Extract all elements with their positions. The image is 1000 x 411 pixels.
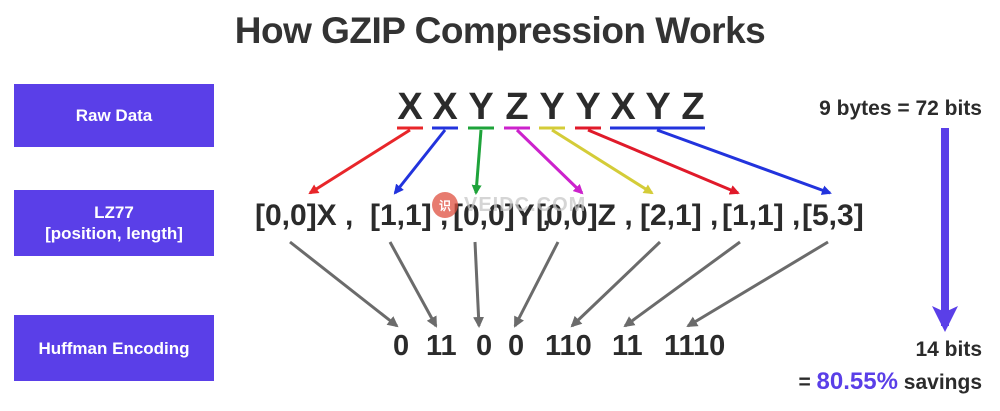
- savings-suffix: savings: [897, 371, 982, 394]
- arrow-yellow: [551, 128, 654, 195]
- huffman-code: 110: [545, 330, 592, 362]
- arrow-magenta: [515, 128, 584, 195]
- gray-arrow: [686, 240, 829, 328]
- raw-data-label: Raw Data: [75, 106, 153, 125]
- arrow-blue2: [656, 128, 832, 195]
- arrow-red2: [587, 128, 740, 195]
- raw-char: Y: [645, 86, 671, 128]
- raw-char: Y: [575, 86, 601, 128]
- gray-arrow: [388, 241, 438, 328]
- huffman-code: 11: [612, 330, 643, 362]
- raw-char: Z: [505, 86, 529, 128]
- lz77-token: [2,1] ,: [640, 199, 719, 232]
- lz77-label: LZ77: [94, 203, 134, 222]
- huffman-code: 1110: [664, 330, 726, 362]
- lz77-label-box: LZ77 [position, length]: [14, 190, 214, 256]
- raw-size-label: 9 bytes = 72 bits: [819, 97, 982, 120]
- huffman-code: 0: [393, 330, 410, 362]
- watermark-text: VEIDC.COM: [464, 193, 587, 216]
- savings-prefix: =: [798, 371, 817, 394]
- raw-char: Z: [681, 86, 705, 128]
- huffman-code: 0: [508, 330, 525, 362]
- gray-arrow: [570, 240, 662, 328]
- raw-data-label-box: Raw Data: [14, 84, 214, 147]
- gray-arrow: [289, 240, 399, 328]
- lz77-sublabel: [position, length]: [45, 224, 183, 243]
- raw-char: X: [432, 86, 458, 128]
- page-title: How GZIP Compression Works: [234, 10, 766, 51]
- raw-char: X: [397, 86, 423, 128]
- compressed-size-label: 14 bits: [915, 338, 982, 361]
- arrow-green: [471, 129, 483, 195]
- huffman-label-box: Huffman Encoding: [14, 315, 214, 381]
- savings-label: = 80.55% savings: [798, 368, 982, 396]
- lz77-token: [1,1] ,: [722, 199, 801, 232]
- raw-char: Y: [539, 86, 565, 128]
- raw-char: X: [610, 86, 636, 128]
- watermark: 识 VEIDC.COM: [432, 192, 586, 218]
- lz77-token: [0,0]X ,: [255, 199, 354, 232]
- lz77-token: [0,0]Z ,: [536, 199, 633, 232]
- huffman-code: 11: [426, 330, 457, 362]
- gray-arrow: [473, 241, 485, 328]
- lz77-token: [5,3]: [802, 199, 864, 232]
- watermark-logo-icon: 识: [432, 192, 458, 218]
- savings-value: 80.55%: [816, 368, 898, 395]
- raw-char: Y: [468, 86, 494, 128]
- huffman-code: 0: [476, 330, 493, 362]
- arrow-blue: [393, 129, 447, 195]
- lz77-token: [0,0]Y ,: [453, 199, 551, 232]
- gray-arrow: [623, 240, 741, 328]
- arrow-red: [308, 128, 411, 195]
- huffman-label: Huffman Encoding: [38, 338, 190, 358]
- gray-arrow: [513, 241, 560, 328]
